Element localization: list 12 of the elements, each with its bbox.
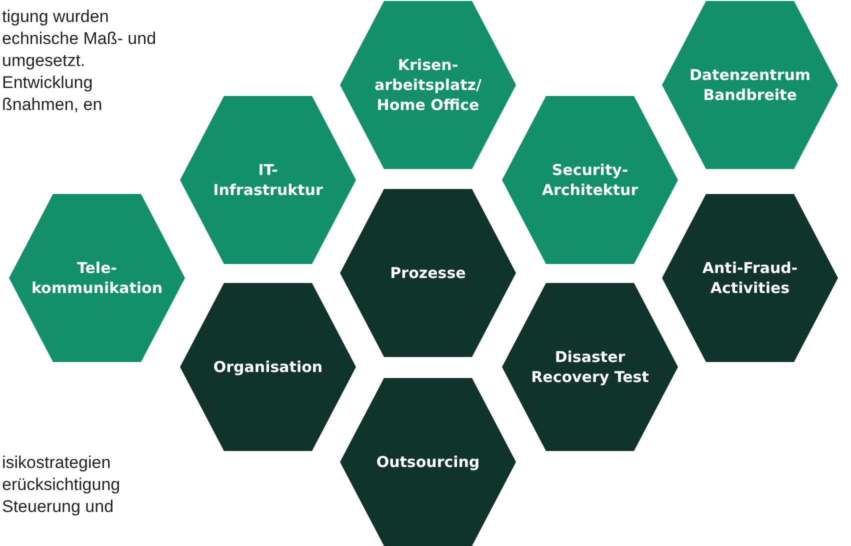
tile-label: Datenzentrum Bandbreite bbox=[688, 65, 812, 105]
tile-label: IT- Infrastruktur bbox=[213, 160, 323, 200]
tile-label: Disaster Recovery Test bbox=[530, 347, 650, 387]
tile-label: Security- Architektur bbox=[540, 160, 640, 200]
body-text: isikostrategien erücksichtigung Steuerung und bbox=[2, 452, 122, 518]
tile-label: Krisen- arbeitsplatz/ Home Office bbox=[373, 55, 483, 115]
tile-label: Prozesse bbox=[389, 263, 467, 283]
tile-label: Outsourcing bbox=[375, 452, 481, 472]
tile-label: Organisation bbox=[212, 357, 324, 377]
tile-label: Tele- kommunikation bbox=[30, 258, 164, 298]
body-text: tigung wurden echnische Maß- und umgesetzt. Entwicklung ßnahmen, en bbox=[2, 6, 158, 116]
tile-label: Anti-Fraud- Activities bbox=[701, 258, 799, 298]
